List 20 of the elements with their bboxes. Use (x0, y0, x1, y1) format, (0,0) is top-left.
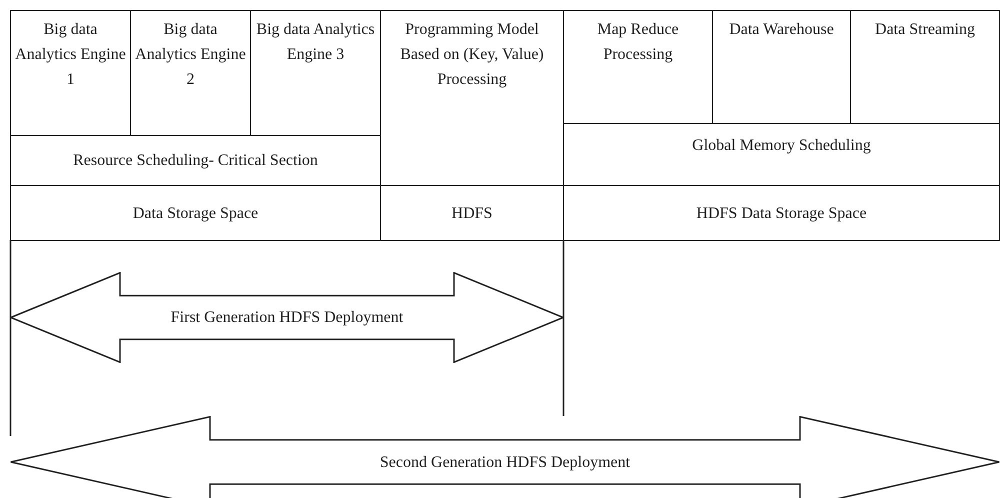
cell-text: Big data Analytics Engine 3 (255, 20, 376, 65)
table-cell (850, 10, 1000, 124)
double-arrow (10, 272, 564, 363)
cell-text: Map Reduce Processing (596, 20, 680, 65)
cell-text: Data Warehouse (729, 20, 834, 40)
cell-text: Resource Scheduling- Critical Section (73, 151, 318, 171)
cell-text: Data Storage Space (132, 204, 258, 224)
table-cell (10, 185, 381, 241)
table-cell (10, 10, 131, 136)
cell-text: Global Memory Scheduling (692, 136, 871, 156)
cell-text: HDFS (452, 204, 492, 224)
cell-text: Data Streaming (875, 20, 975, 40)
cell-text: Big data Analytics Engine 1 (15, 20, 126, 90)
table-cell (563, 185, 1000, 241)
arrow-label: First Generation HDFS Deployment (170, 308, 404, 328)
cell-text: HDFS Data Storage Space (696, 204, 867, 224)
arrow-label: Second Generation HDFS Deployment (380, 452, 630, 472)
cell-text: Big data Analytics Engine 2 (135, 20, 246, 90)
cell-text: Programming Model Based on (Key, Value) Processing (399, 20, 545, 90)
double-arrow (10, 416, 1000, 498)
